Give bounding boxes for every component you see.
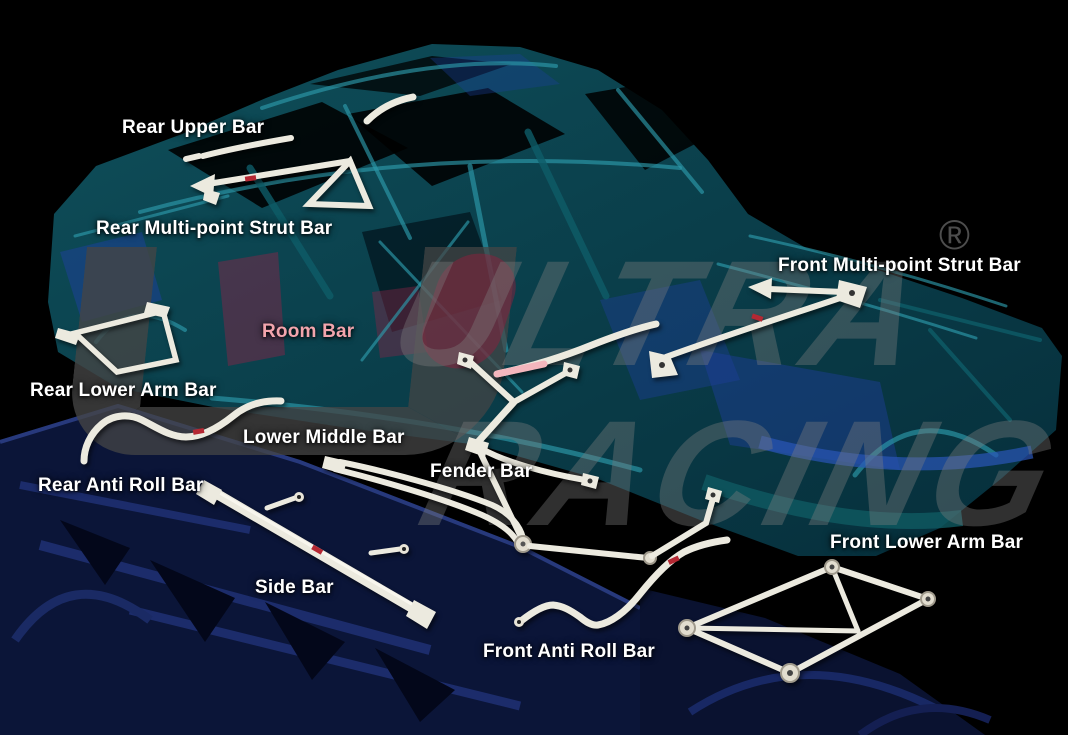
label-front-multi-point-strut-bar: Front Multi-point Strut Bar xyxy=(778,255,1021,276)
room-bar-graphic xyxy=(493,320,660,378)
front-multi-point-strut-bar-graphic xyxy=(649,278,867,378)
side-bar-graphic xyxy=(196,480,436,629)
label-rear-upper-bar: Rear Upper Bar xyxy=(122,117,265,138)
rear-anti-roll-bar-graphic xyxy=(80,397,285,465)
label-rear-anti-roll-bar: Rear Anti Roll Bar xyxy=(38,475,204,496)
front-lower-arm-bar-graphic xyxy=(678,559,936,683)
rear-upper-bar-graphic xyxy=(183,93,417,162)
label-front-anti-roll-bar: Front Anti Roll Bar xyxy=(483,641,655,662)
label-lower-middle-bar: Lower Middle Bar xyxy=(243,427,405,448)
label-fender-bar: Fender Bar xyxy=(430,461,533,482)
front-anti-roll-bar-graphic xyxy=(514,536,731,629)
registered-trademark: ® xyxy=(939,211,970,258)
label-side-bar: Side Bar xyxy=(255,577,334,598)
label-rear-multi-point-strut-bar: Rear Multi-point Strut Bar xyxy=(96,218,333,239)
rear-lower-arm-bar-graphic xyxy=(55,302,180,375)
label-front-lower-arm-bar: Front Lower Arm Bar xyxy=(830,532,1024,553)
label-room-bar: Room Bar xyxy=(262,321,355,342)
car-body-shell xyxy=(48,44,1062,556)
label-rear-lower-arm-bar: Rear Lower Arm Bar xyxy=(30,380,217,401)
rear-multi-point-strut-bar-graphic xyxy=(190,155,374,210)
fender-bar-graphic xyxy=(457,352,722,565)
